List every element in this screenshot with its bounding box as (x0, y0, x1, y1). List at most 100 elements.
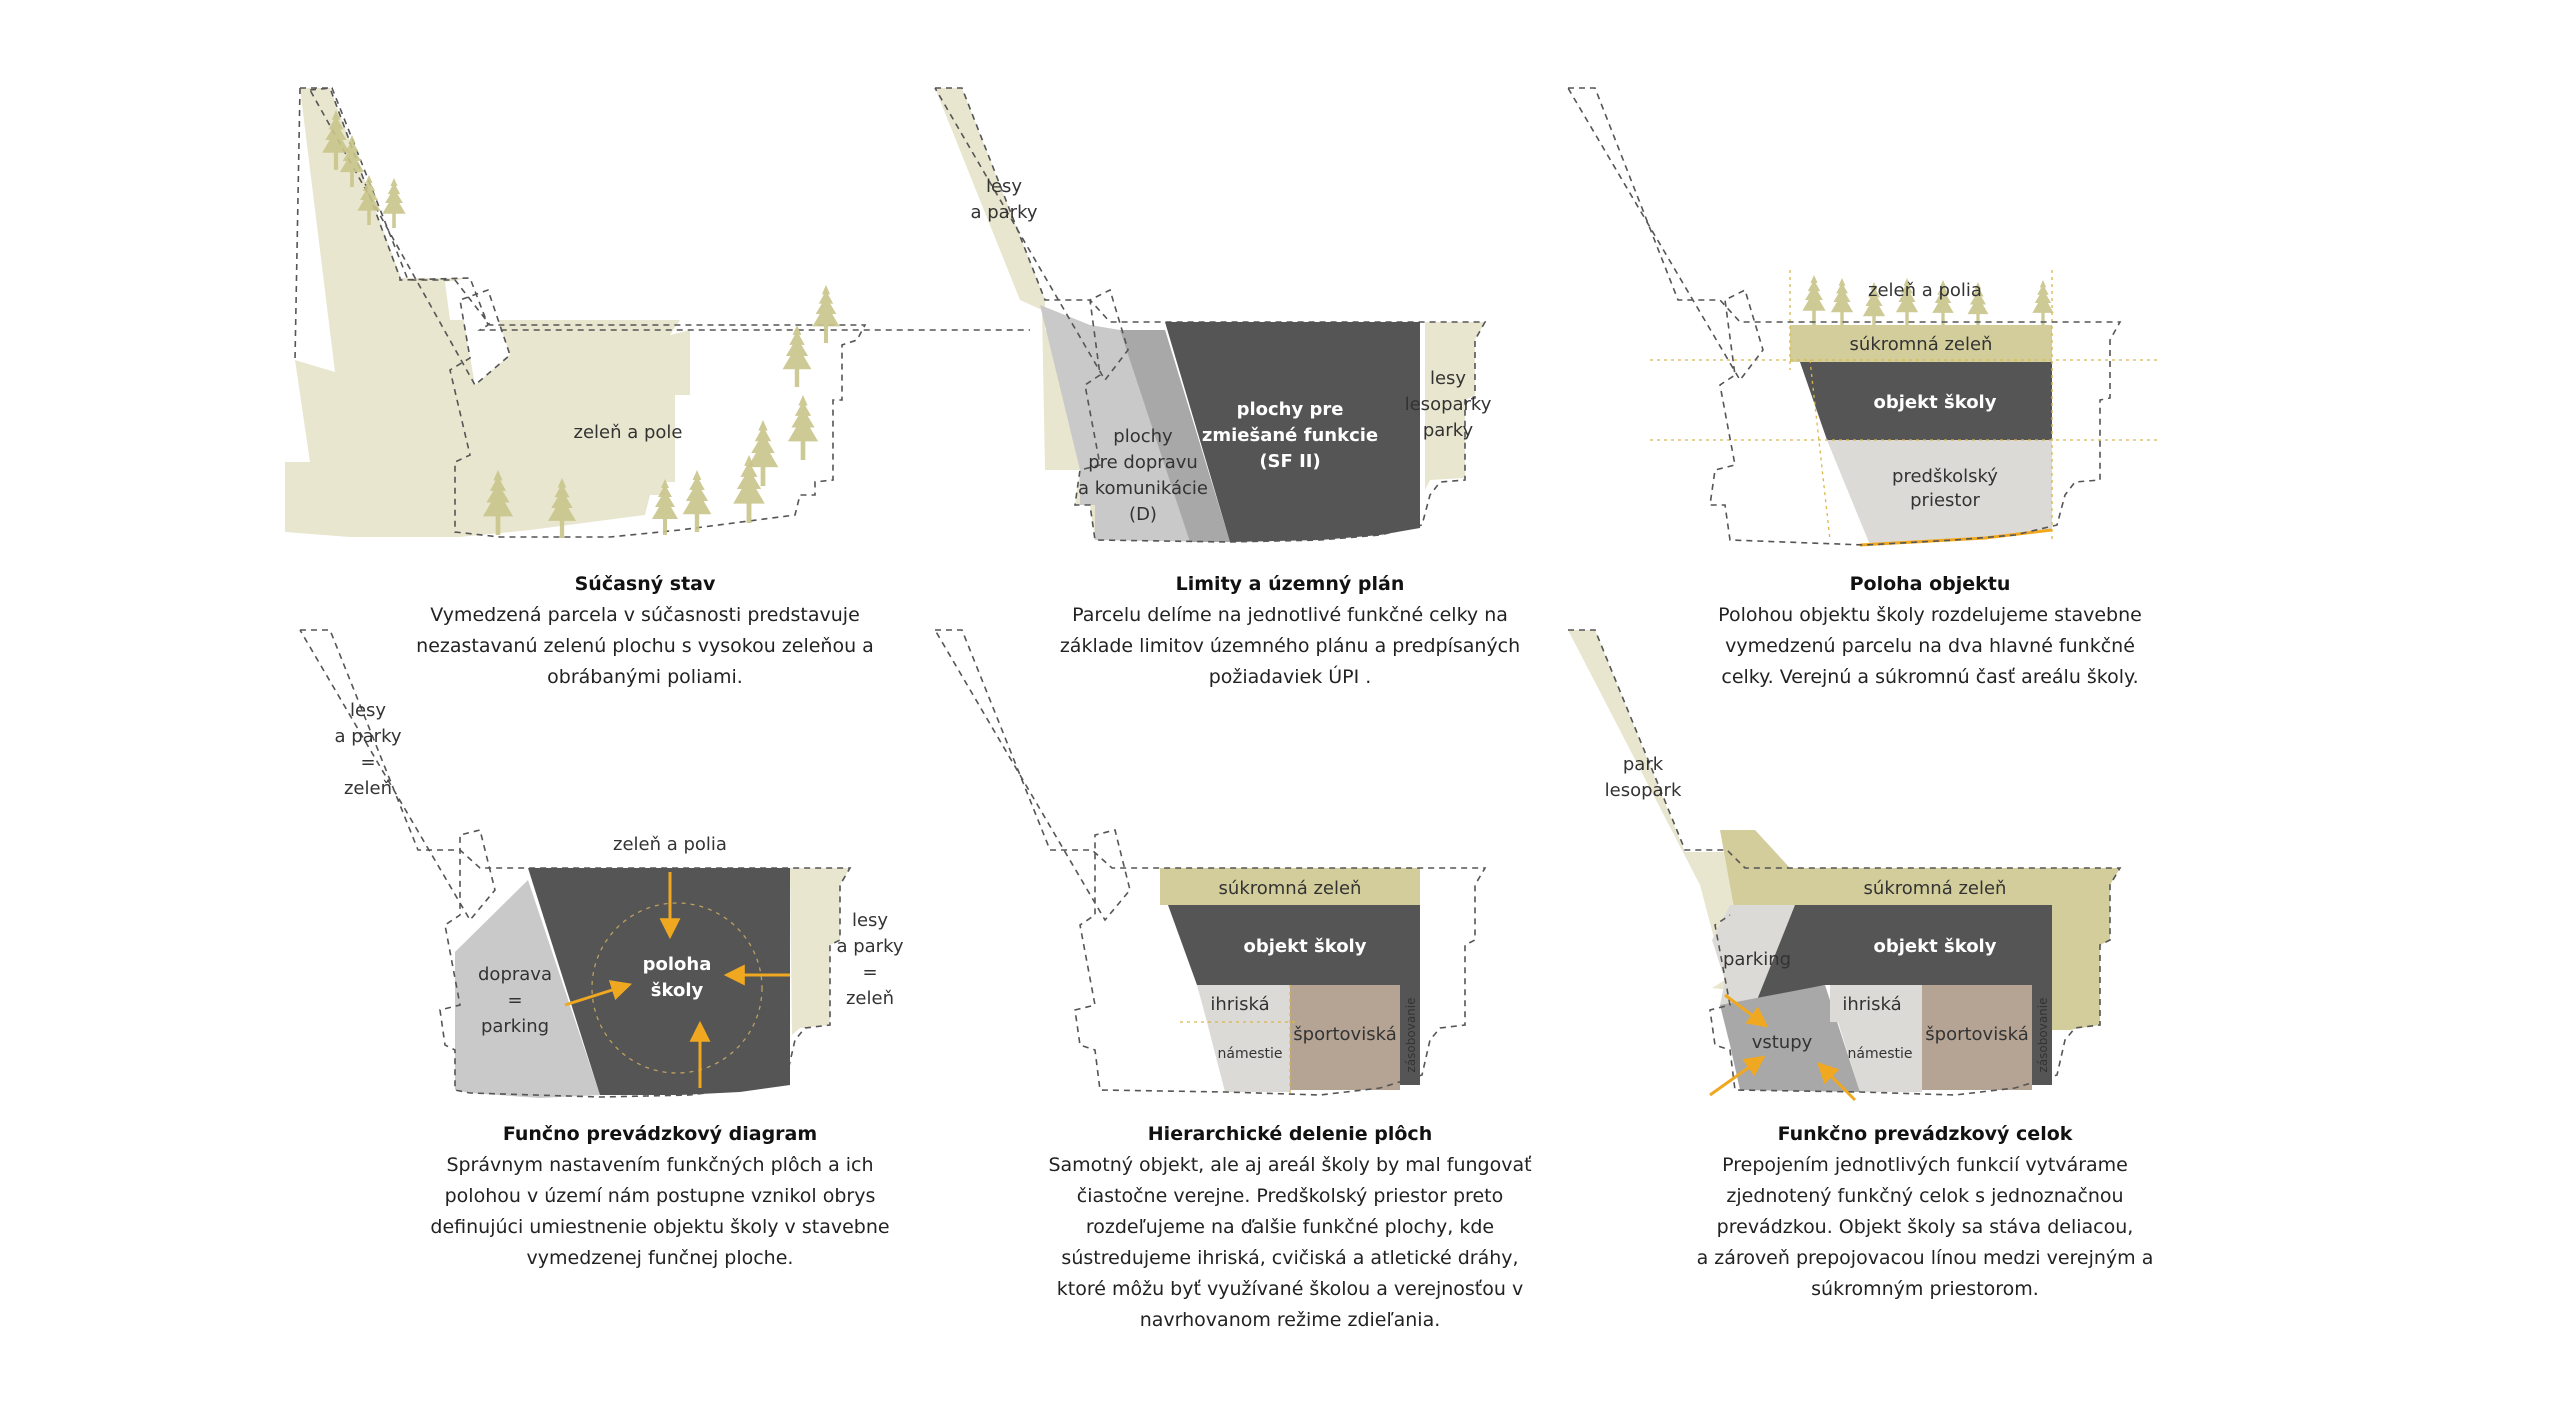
label-private-green: súkromná zeleň (1850, 334, 1993, 355)
caption-line: definujúci umiestnenie objektu školy v s… (430, 1216, 889, 1238)
arrow-entry-1 (1724, 993, 1769, 1028)
label-mixed-3: (SF II) (1259, 451, 1320, 472)
zone-transport-parking (455, 880, 600, 1098)
zone-sports (1290, 985, 1400, 1090)
label-forest-park-2: lesoparky (1405, 394, 1492, 415)
label-parks: a parky (970, 202, 1037, 223)
caption-line: Prepojením jednotlivých funkcií vytváram… (1722, 1154, 2128, 1176)
caption-title: Poloha objektu (1850, 573, 2011, 595)
zone-private-green (1790, 325, 2052, 362)
label-school-building: objekt školy (1874, 936, 1997, 957)
caption-line: Polohou objektu školy rozdelujeme staveb… (1718, 604, 2142, 626)
tree-icon (382, 178, 406, 228)
guide-lines (1180, 985, 1300, 1095)
label-transport-2: pre dopravu (1088, 452, 1198, 473)
parcel-boundary (1568, 629, 2122, 1096)
caption-line: základe limitov územného plánu a predpís… (1060, 635, 1520, 657)
caption-line: požiadaviek ÚPI . (1209, 664, 1372, 688)
label-equals-right: = (862, 962, 877, 983)
label-forests: lesy (986, 176, 1022, 197)
caption-line: polohou v území nám postupne vznikol obr… (445, 1185, 876, 1207)
parcel-boundary (299, 629, 852, 1098)
label-private-green: súkromná zeleň (1219, 878, 1362, 899)
label-square: námestie (1848, 1046, 1913, 1062)
panel-hierarchy: súkromná zeleň objekt školy ihriská náme… (934, 629, 1487, 1096)
caption-line: a zároveň prepojovacou línou medzi verej… (1697, 1247, 2154, 1269)
caption-line: rozdeľujeme na ďalšie funkčné plochy, kd… (1086, 1216, 1494, 1238)
label-school-building: objekt školy (1244, 936, 1367, 957)
zone-school-building (1800, 362, 2052, 440)
label-sports: športoviská (1293, 1024, 1396, 1045)
label-green: zeleň (344, 778, 392, 799)
label-transport-3: a komunikácie (1078, 478, 1208, 499)
panel-function-diagram: lesy a parky = zeleň zeleň a polia poloh… (299, 629, 904, 1098)
caption-line: Vymedzená parcela v súčasnosti predstavu… (430, 604, 860, 626)
position-circle (591, 902, 763, 1074)
zone-mixed-functions (1165, 322, 1420, 542)
zone-building-position (528, 868, 790, 1095)
parcel-outline (294, 87, 1030, 361)
caption-line: Správnym nastavením funkčných plôch a ic… (446, 1154, 873, 1176)
caption-title: Súčasný stav (575, 573, 716, 595)
label-green-right: zeleň (846, 988, 894, 1009)
tree-icon (782, 325, 812, 387)
parcel-boundary (1567, 87, 2122, 546)
tree-icon (682, 470, 712, 532)
label-equals: = (507, 990, 522, 1011)
label-forest-park-1: lesy (1430, 368, 1466, 389)
panel-limits: lesy a parky plochy pre zmiešané funkcie… (934, 87, 1492, 543)
label-transport-1: plochy (1113, 426, 1173, 447)
zone-supply (1400, 985, 1420, 1085)
panel-current-state: zeleň a pole (285, 87, 1030, 538)
caption-function-whole: Funkčno prevádzkový celok Prepojením jed… (1697, 1123, 2154, 1300)
label-park: park (1623, 754, 1664, 775)
caption-line: sústredujeme ihriská, cvičiská a atletic… (1061, 1247, 1518, 1269)
tree-icon (1830, 278, 1854, 326)
parcel-green (285, 88, 690, 537)
caption-line: zjednotený funkčný celok s jednoznačnou (1726, 1185, 2123, 1207)
zone-preschool-space (1827, 440, 2052, 545)
caption-line: Samotný objekt, ale aj areál školy by ma… (1048, 1154, 1532, 1176)
zone-school-building (1168, 905, 1420, 985)
label-playgrounds: ihriská (1210, 994, 1269, 1015)
zone-playgrounds (1830, 985, 1922, 1022)
label-green-fields: zeleň a polia (613, 834, 727, 855)
label-parking: parking (1723, 949, 1791, 970)
caption-line: nezastavanú zelenú plochu s vysokou zele… (416, 635, 874, 657)
label-parks: a parky (334, 726, 401, 747)
zone-parking (1712, 905, 1795, 1005)
arrow-entry-3 (1817, 1062, 1857, 1102)
panel-function-whole: park lesopark súkromná zeleň objekt škol… (1568, 629, 2122, 1102)
label-preschool-1: predškolský (1892, 466, 1998, 487)
caption-line: čiastočne verejne. Predškolský priestor … (1077, 1185, 1503, 1207)
zone-private-green (1720, 830, 2120, 1030)
label-school-position-1: poloha (643, 954, 712, 975)
zone-school-building (1757, 905, 2052, 1000)
tree-icon (787, 395, 819, 460)
caption-title: Funčno prevádzkový diagram (503, 1123, 817, 1145)
label-green-field: zeleň a pole (574, 422, 683, 443)
label-mixed-1: plochy pre (1237, 399, 1344, 420)
zone-square (1838, 1022, 1922, 1092)
label-parks-right: a parky (836, 936, 903, 957)
zone-forest-park (790, 868, 850, 1035)
caption-function-diagram: Funčno prevádzkový diagram Správnym nast… (430, 1123, 889, 1269)
tree-icon (2032, 280, 2054, 326)
label-equals: = (360, 752, 375, 773)
caption-line: súkromným priestorom. (1811, 1278, 2039, 1300)
caption-line: vymedzenej funčnej ploche. (527, 1247, 794, 1269)
label-school-position-2: školy (651, 980, 704, 1001)
label-parking: parking (481, 1016, 549, 1037)
zone-sports (1922, 985, 2032, 1090)
caption-line: celky. Verejnú a súkromnú časť areálu šk… (1721, 666, 2138, 688)
label-entrances: vstupy (1752, 1032, 1813, 1053)
parcel-notch (460, 290, 510, 385)
caption-title: Limity a územný plán (1176, 573, 1405, 595)
label-forest-park: lesopark (1605, 780, 1682, 801)
parcel-boundary (934, 629, 1487, 1096)
parcel-boundary (309, 87, 867, 538)
zone-playgrounds (1197, 985, 1290, 1022)
zone-forest-park (1425, 322, 1485, 490)
caption-building-position: Poloha objektu Polohou objektu školy roz… (1718, 573, 2142, 688)
